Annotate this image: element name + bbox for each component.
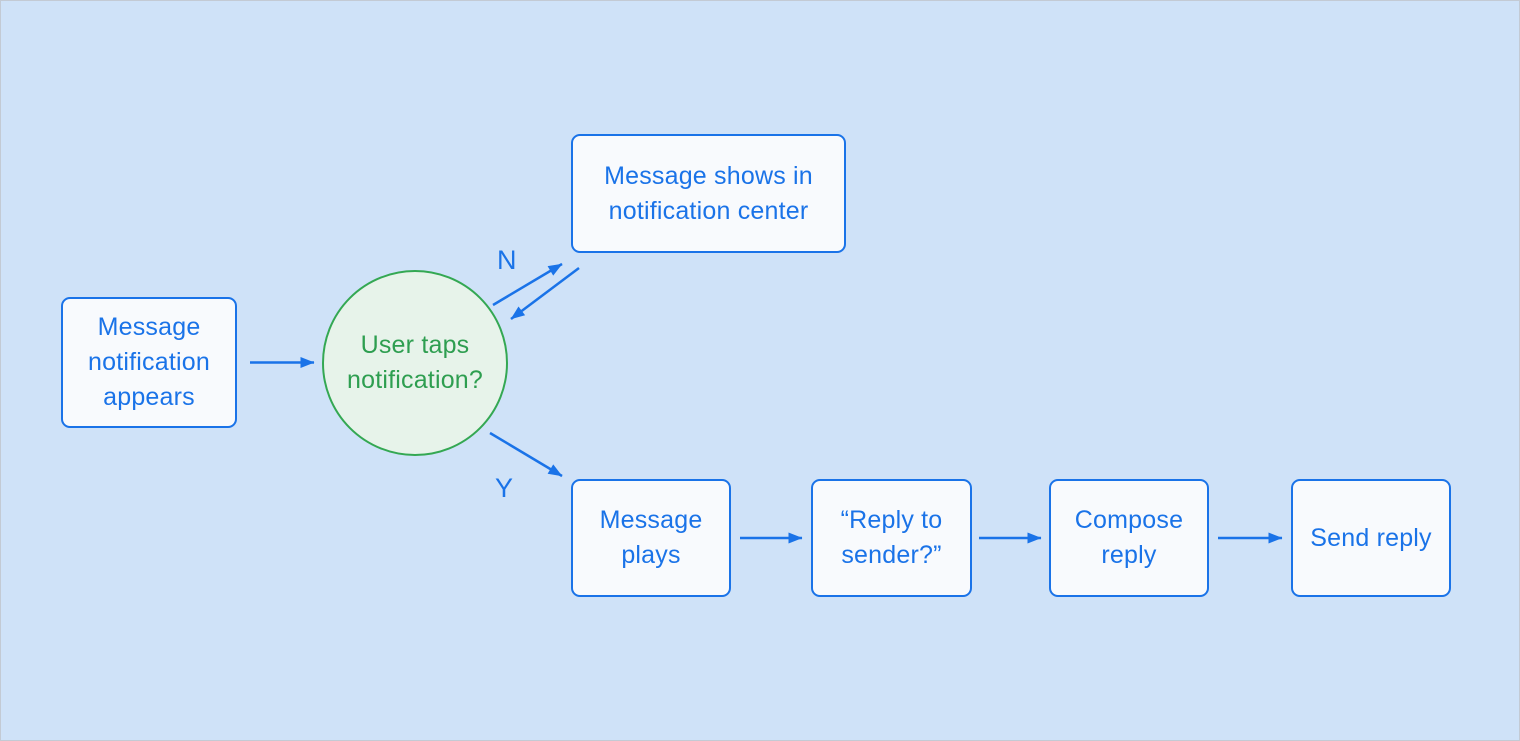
node-message-shows-in-notification-center: Message shows in notification center [571, 134, 846, 253]
node-message-notification-appears: Message notification appears [61, 297, 237, 428]
node-compose-reply: Compose reply [1049, 479, 1209, 597]
node-message-plays: Message plays [571, 479, 731, 597]
node-send-reply: Send reply [1291, 479, 1451, 597]
node-reply-to-sender: “Reply to sender?” [811, 479, 972, 597]
edge-label-no: N [497, 245, 517, 275]
edge-decision-to-message-plays [489, 431, 563, 478]
edge-label-yes: Y [495, 473, 514, 503]
node-user-taps-notification-decision: User taps notification? [322, 270, 508, 456]
edge-notification-center-to-decision [510, 267, 580, 320]
